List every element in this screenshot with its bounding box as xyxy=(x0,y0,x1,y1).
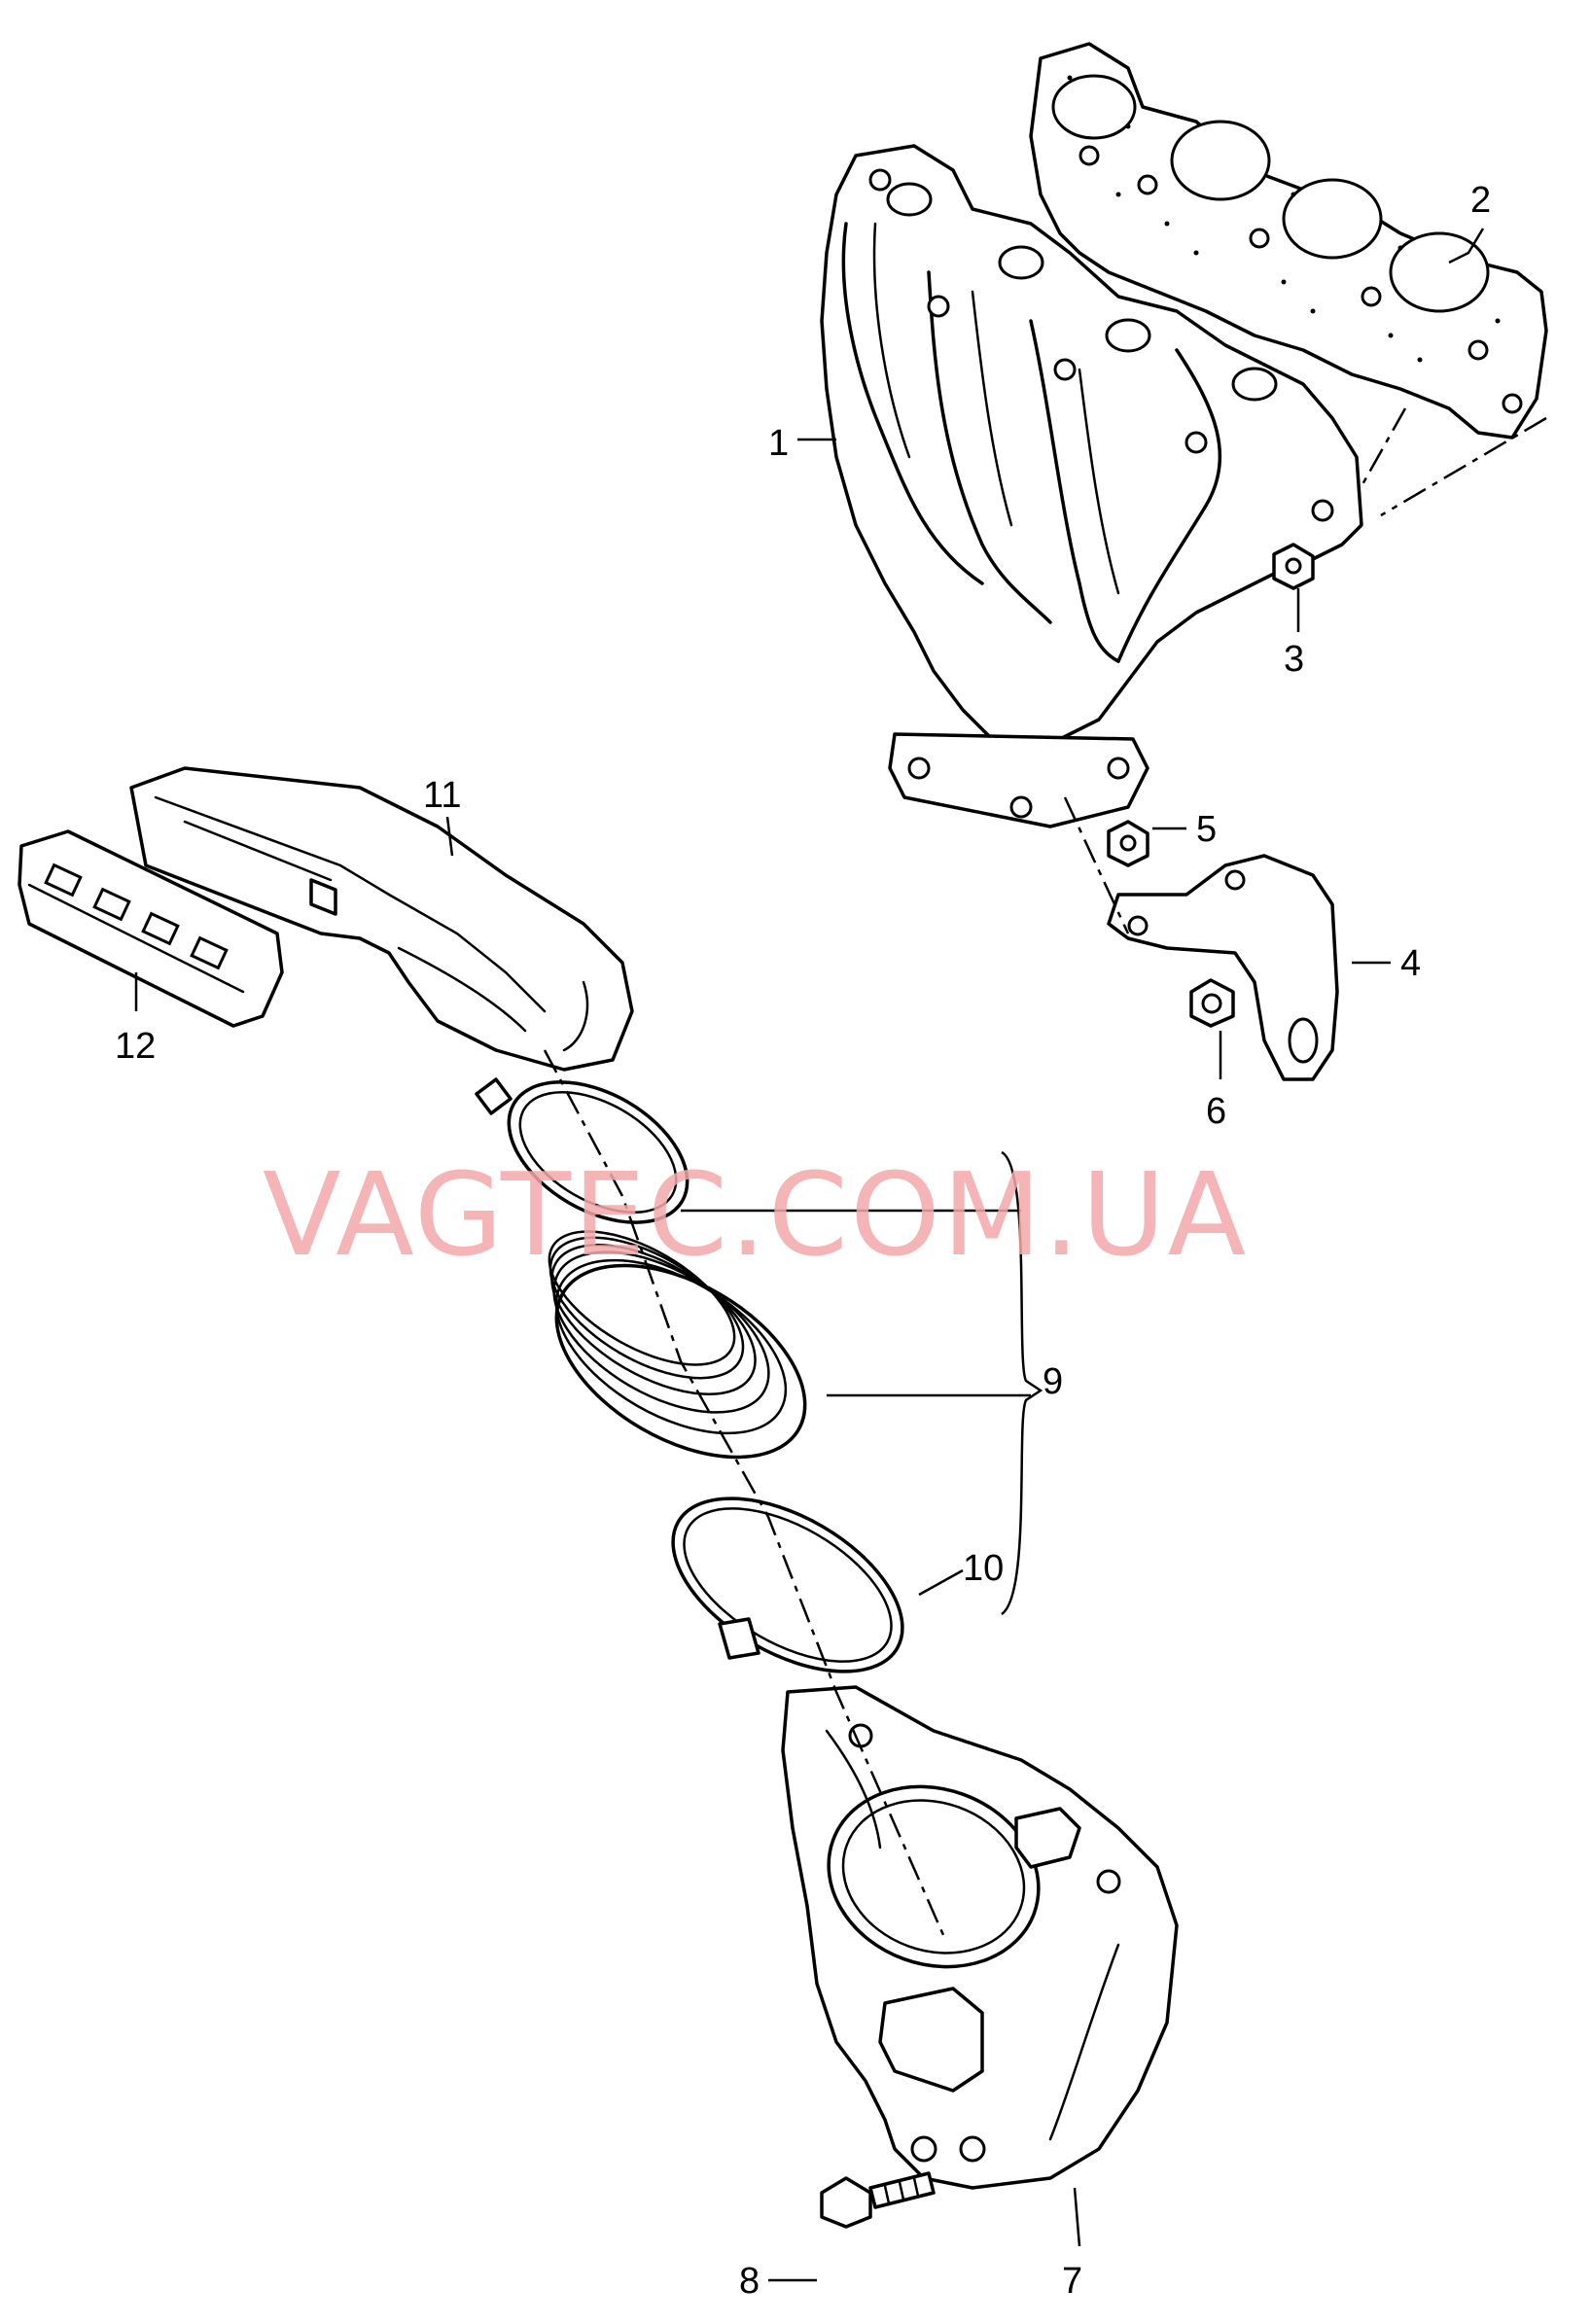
callout-12: 12 xyxy=(115,1026,156,1067)
lower-heat-shield xyxy=(781,1685,1179,2190)
hex-bolt xyxy=(820,2171,936,2229)
callout-7: 7 xyxy=(1062,2261,1082,2302)
callout-8: 8 xyxy=(739,2261,760,2302)
callout-9: 9 xyxy=(1043,1361,1063,1402)
leader-lines xyxy=(134,228,1485,2282)
callout-10: 10 xyxy=(963,1548,1004,1589)
callout-11: 11 xyxy=(423,775,461,816)
assembly-axis xyxy=(543,1049,945,1936)
callout-1: 1 xyxy=(768,423,789,464)
bracket-nut xyxy=(1107,820,1149,867)
bracket-washer-nut xyxy=(1189,978,1235,1028)
support-bracket xyxy=(1063,796,1339,1081)
lower-clamp xyxy=(671,1497,904,1673)
callout-3: 3 xyxy=(1284,639,1304,680)
exhaust-manifold xyxy=(820,144,1547,828)
callout-4: 4 xyxy=(1400,943,1421,984)
callout-6: 6 xyxy=(1206,1091,1226,1132)
watermark-text: VAGTEC.COM.UA xyxy=(263,1147,1248,1282)
manifold-nut xyxy=(1272,543,1315,590)
heat-shield-channel xyxy=(129,766,634,1072)
callout-5: 5 xyxy=(1196,809,1217,850)
manifold-gasket xyxy=(1029,42,1548,440)
callout-2: 2 xyxy=(1470,180,1491,221)
shield-cover xyxy=(18,829,284,1028)
